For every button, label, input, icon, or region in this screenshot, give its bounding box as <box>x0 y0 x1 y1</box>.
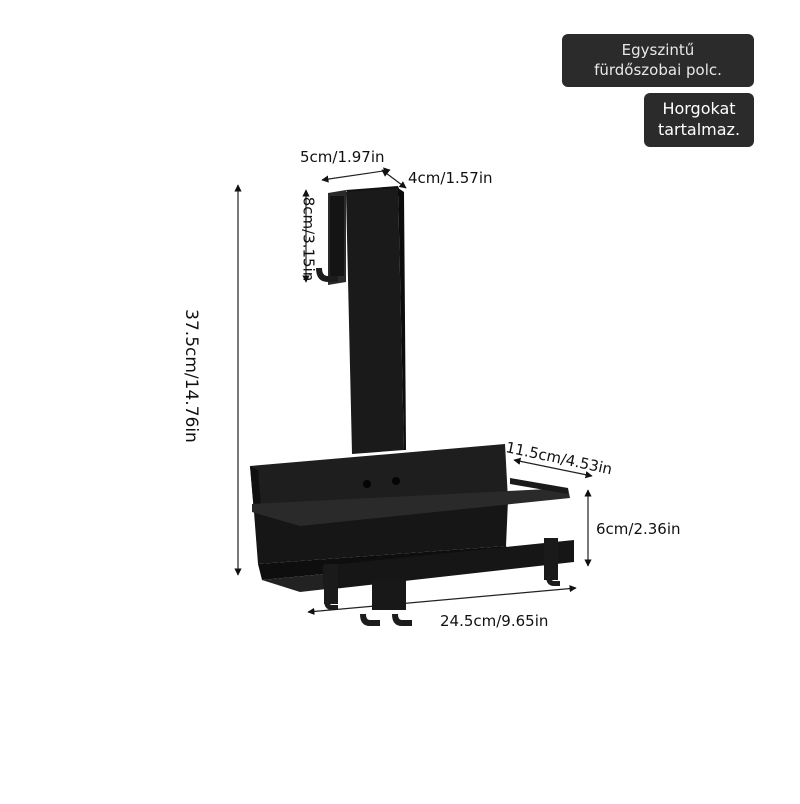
hook-height-label: 8cm/3.15in <box>299 196 318 282</box>
hooks-included-line1: Horgokat <box>662 99 736 118</box>
hook-bar <box>322 538 574 626</box>
top-width-label: 5cm/1.97in <box>300 148 385 166</box>
shelf-depth-line <box>513 457 593 479</box>
product-name-line2: fürdőszobai polc. <box>594 61 722 79</box>
hooks-included-line2: tartalmaz. <box>657 120 741 139</box>
shelf-width-label: 24.5cm/9.65in <box>440 612 549 630</box>
top-depth-line <box>381 169 407 189</box>
top-width-line <box>321 167 391 183</box>
product-name-line1: Egyszintű <box>621 41 695 59</box>
product-name-badge: Egyszintű fürdőszobai polc. <box>562 34 754 87</box>
shelf-height-label: 6cm/2.36in <box>596 520 681 538</box>
front-rail <box>252 478 570 526</box>
total-height-label: 37.5cm/14.76in <box>180 309 201 443</box>
hooks-included-badge: Horgokat tartalmaz. <box>644 93 754 147</box>
top-depth-label: 4cm/1.57in <box>408 169 493 187</box>
shelf-width-line <box>307 584 577 616</box>
vertical-column <box>346 188 406 454</box>
